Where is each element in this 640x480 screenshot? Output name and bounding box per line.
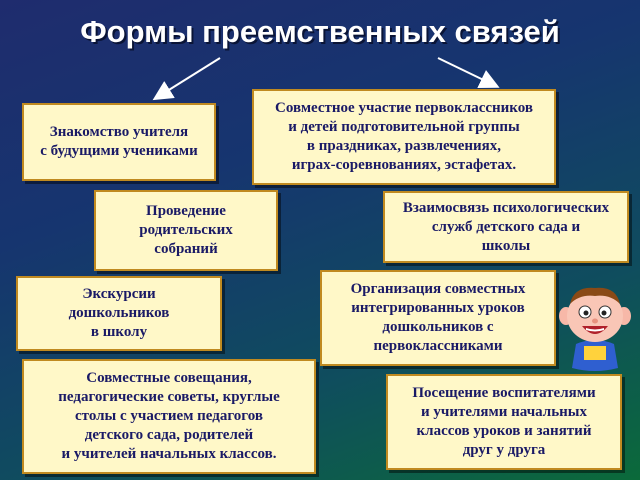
- box-text: Посещение воспитателями и учителями нача…: [412, 385, 596, 458]
- box-text: Знакомство учителя с будущими учениками: [40, 124, 198, 159]
- arrow-left: [152, 57, 221, 101]
- box-text: Взаимосвязь психологических служб детско…: [402, 199, 610, 254]
- box-text: Совместное участие первоклассников и дет…: [275, 100, 533, 173]
- box-joint-meetings: Совместные совещания, педагогические сов…: [22, 359, 316, 474]
- box-integrated-lessons: Организация совместных интегрированных у…: [320, 270, 556, 366]
- cartoon-boy-icon: [559, 287, 631, 371]
- arrow-right: [437, 57, 500, 89]
- box-acquaintance: Знакомство учителя с будущими учениками: [22, 103, 216, 181]
- box-joint-participation: Совместное участие первоклассников и дет…: [252, 89, 556, 185]
- box-text: Экскурсии дошкольников в школу: [68, 286, 170, 340]
- box-text: Проведение родительских собраний: [139, 203, 233, 257]
- page-title: Формы преемственных связей: [80, 14, 560, 49]
- box-psych-services: Взаимосвязь психологических служб детско…: [383, 191, 629, 263]
- box-parent-meetings: Проведение родительских собраний: [94, 190, 278, 271]
- box-mutual-visits: Посещение воспитателями и учителями нача…: [386, 374, 622, 470]
- box-text: Совместные совещания, педагогические сов…: [58, 370, 280, 462]
- box-excursions: Экскурсии дошкольников в школу: [16, 276, 222, 351]
- box-text: Организация совместных интегрированных у…: [350, 281, 526, 354]
